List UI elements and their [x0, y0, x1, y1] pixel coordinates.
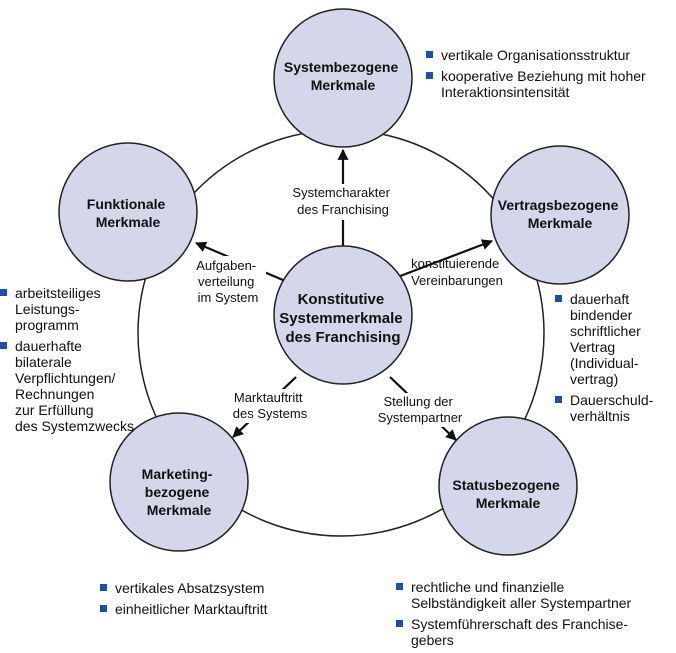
list-item: arbeitsteiliges Leistungs- programm — [0, 285, 160, 333]
bullet-square-icon — [396, 583, 403, 590]
bullets-funktional: arbeitsteiliges Leistungs- programm daue… — [0, 285, 160, 439]
bullet-square-icon — [555, 295, 562, 302]
list-item: vertikales Absatzsystem — [100, 580, 330, 596]
node-system-title: Systembezogene Merkmale — [284, 59, 402, 93]
bullet-square-icon — [0, 342, 7, 349]
node-vertrag-title: Vertragsbezogene Merkmale — [498, 197, 623, 231]
bullets-vertrag: dauerhaft bindender schriftlicher Vertra… — [555, 291, 675, 429]
edge-label-status: Stellung der Systempartner — [378, 394, 463, 425]
edge-label-funktional: Aufgaben- verteilung im System — [196, 258, 260, 305]
list-item: einheitlicher Marktauftritt — [100, 601, 330, 617]
list-item: vertikale Organisationsstruktur — [426, 47, 676, 63]
list-item: rechtliche und finanzielle Selbständigke… — [396, 579, 674, 611]
edge-label-vertrag: konstituierende Vereinbarungen — [411, 256, 503, 288]
list-item: dauerhafte bilaterale Verpflichtungen/ R… — [0, 338, 160, 434]
bullets-marketing: vertikales Absatzsystem einheitlicher Ma… — [100, 580, 330, 622]
bullet-square-icon — [426, 51, 433, 58]
node-marketing-circle — [109, 412, 249, 552]
node-funktional-title: Funktionale Merkmale — [87, 196, 169, 230]
bullet-square-icon — [396, 620, 403, 627]
bullet-square-icon — [555, 396, 562, 403]
list-item: dauerhaft bindender schriftlicher Vertra… — [555, 291, 675, 387]
list-item: Systemführerschaft des Franchise- gebers — [396, 616, 674, 648]
bullet-square-icon — [426, 72, 433, 79]
bullet-square-icon — [0, 289, 7, 296]
list-item: Dauerschuld- verhältnis — [555, 392, 675, 424]
center-title: Konstitutive Systemmerkmale des Franchis… — [279, 291, 407, 346]
node-status-title: Statusbezogene Merkmale — [452, 477, 563, 511]
node-marketing-title: Marketing- bezogene Merkmale — [142, 466, 217, 518]
node-system-circle — [273, 8, 413, 148]
list-item: kooperative Beziehung mit hoher Interakt… — [426, 68, 676, 100]
bullet-square-icon — [100, 605, 107, 612]
node-vertrag-circle — [490, 145, 630, 285]
node-funktional-circle — [58, 142, 198, 282]
bullets-status: rechtliche und finanzielle Selbständigke… — [396, 579, 674, 653]
edge-label-marketing: Marktauftritt des Systems — [233, 390, 308, 421]
node-status-circle — [438, 416, 578, 556]
bullet-square-icon — [100, 584, 107, 591]
edge-label-system: Systemcharakter des Franchising — [292, 185, 393, 217]
center-circle — [273, 245, 413, 385]
arrow-to-vertrag — [394, 239, 494, 280]
bullets-system: vertikale Organisationsstruktur kooperat… — [426, 47, 676, 105]
